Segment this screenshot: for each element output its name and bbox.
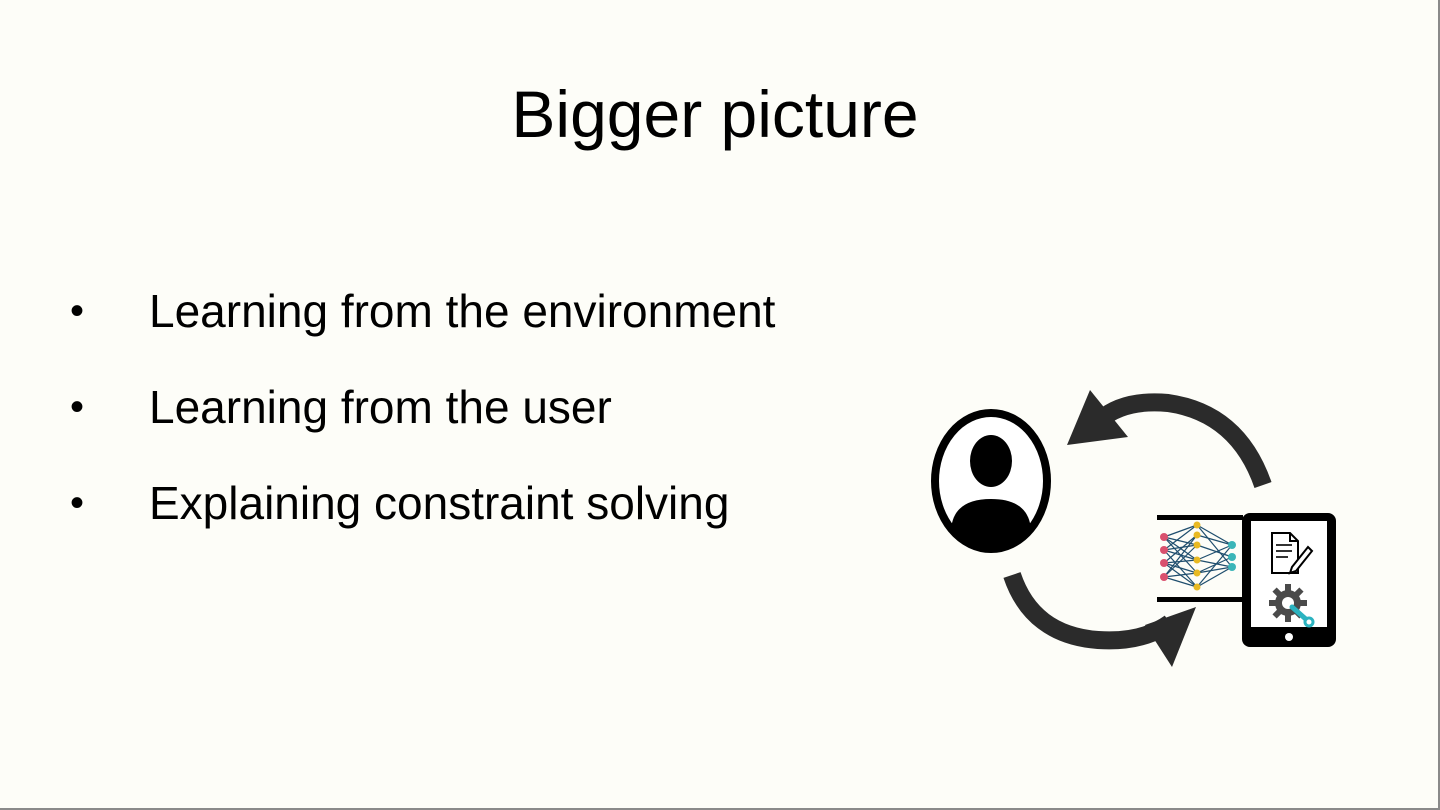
- neural-network-icon: [1160, 521, 1236, 591]
- bullet-text: Explaining constraint solving: [149, 477, 730, 529]
- cycle-arrow-icon: [1067, 390, 1272, 489]
- bullet-dot-icon: •: [70, 481, 85, 525]
- bullet-text: Learning from the environment: [149, 285, 776, 337]
- user-icon: [931, 409, 1051, 553]
- bullet-text: Learning from the user: [149, 381, 612, 433]
- cycle-arrow-icon: [1003, 571, 1196, 667]
- gear-wrench-icon: [1269, 584, 1315, 628]
- feedback-loop-illustration: [931, 390, 1336, 667]
- bullet-dot-icon: •: [70, 385, 85, 429]
- bullet-dot-icon: •: [70, 289, 85, 333]
- document-edit-icon: [1271, 532, 1314, 575]
- slide-title: Bigger picture: [511, 77, 919, 151]
